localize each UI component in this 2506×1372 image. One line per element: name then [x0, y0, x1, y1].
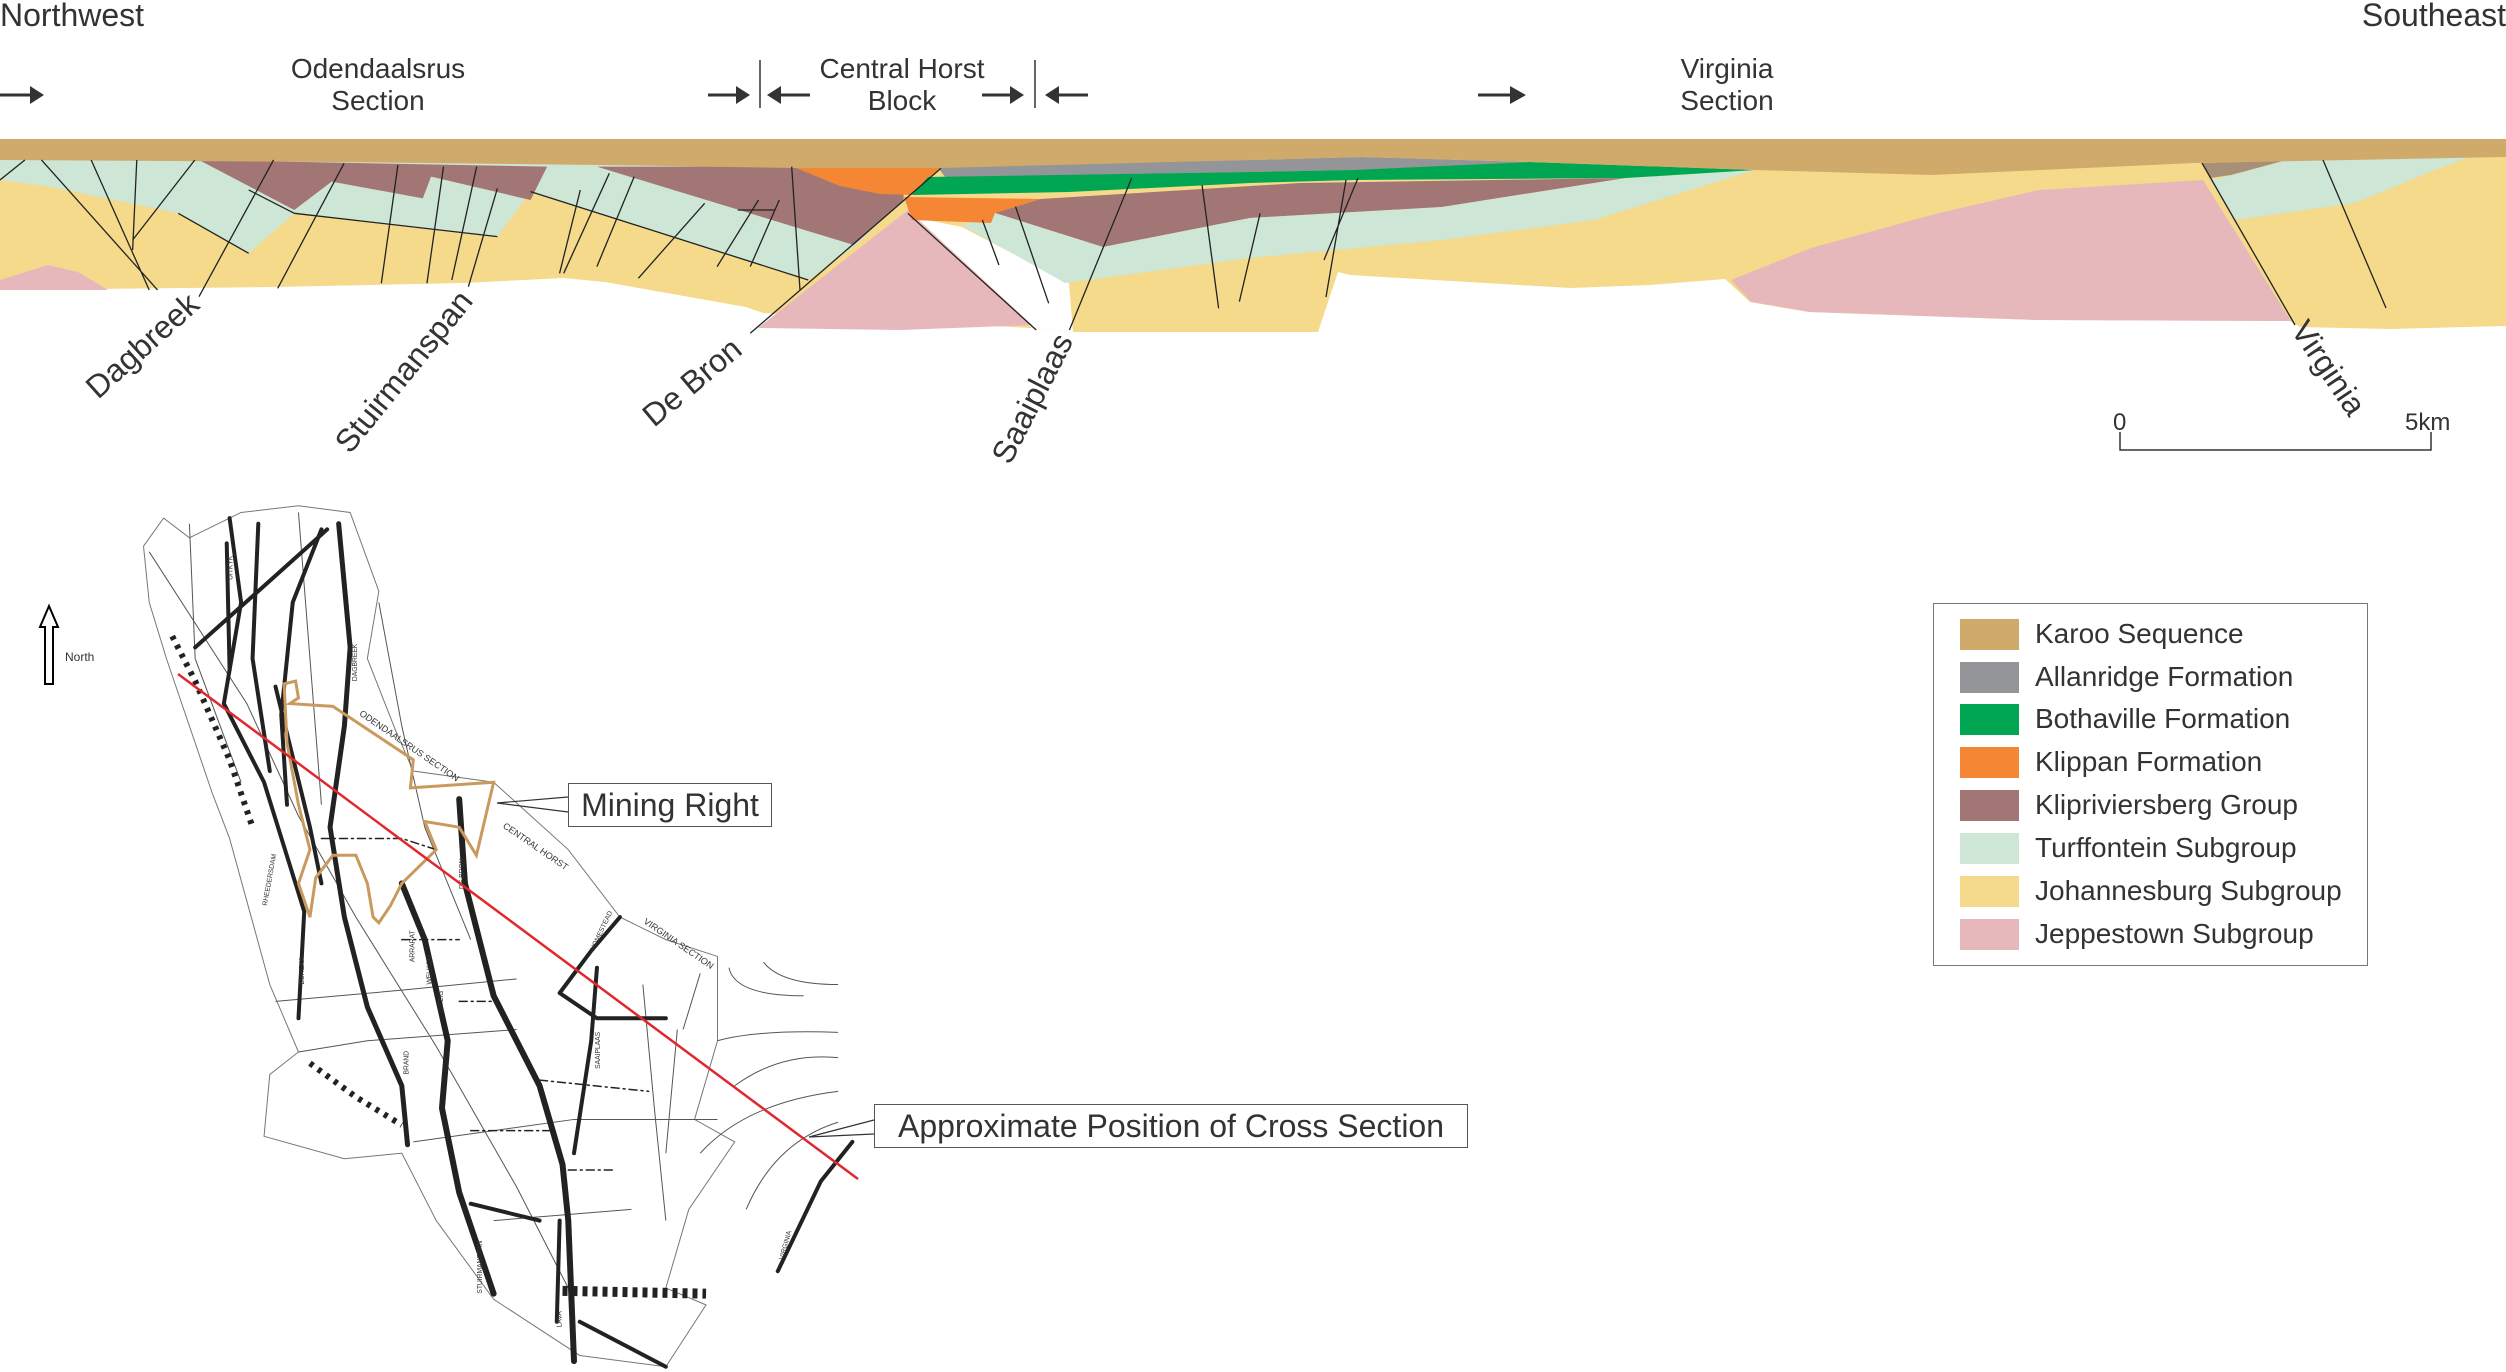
north-arrow: North [38, 603, 94, 685]
direction-northwest: Northwest [0, 0, 144, 33]
thin-faults [149, 512, 838, 1299]
map-label-de-bron: DE BRON [459, 858, 466, 889]
legend-label: Jeppestown Subgroup [2035, 918, 2314, 949]
layer-bothaville [912, 162, 1755, 195]
layer-allanridge [937, 157, 1530, 177]
layer-turffontein [962, 170, 1755, 283]
arrow-right-icon [0, 86, 44, 104]
legend-label: Klipriviersberg Group [2035, 789, 2298, 820]
legend-swatch [1960, 618, 2019, 650]
layer-jeppestown [0, 265, 108, 290]
legend-label: Bothaville Formation [2035, 703, 2291, 734]
arrow-right-icon [982, 86, 1024, 104]
layer-klipriviersberg [198, 159, 548, 210]
fault-lines [0, 159, 2387, 333]
map-label-dagbreek: DAGBREEK [352, 643, 359, 681]
legend-label: Turffontein Subgroup [2035, 832, 2297, 863]
map-label-uitzig: UITZIG [438, 991, 445, 1013]
mining-right-leader [496, 796, 569, 813]
cross-section-callout: Approximate Position of Cross Section [874, 1104, 1468, 1148]
map-label-saaiplaas: SAAIPLAAS [595, 1031, 602, 1068]
legend-label: Johannesburg Subgroup [2035, 875, 2342, 906]
map-label-stuirmanspan: STUIRMANSPAN [477, 1241, 484, 1294]
legend: Karoo Sequence Allanridge Formation Both… [1933, 603, 2368, 966]
map-label-lava: LAVA [556, 1311, 563, 1328]
layer-klippan [796, 168, 941, 195]
fault-label-virginia: Virginia [2284, 314, 2373, 422]
legend-item-bothaville: Bothaville Formation [1960, 703, 2290, 735]
cross-section: Northwest Southeast Odendaalsrus Section… [0, 0, 2506, 469]
legend-label: Allanridge Formation [2035, 661, 2294, 692]
legend-label: Karoo Sequence [2035, 618, 2244, 649]
gap [912, 217, 1073, 332]
fault-label-stuirmanspan: Stuirmanspan [327, 283, 479, 459]
fault-label-de-bron: De Bron [635, 330, 748, 433]
arrow-left-icon [1045, 86, 1088, 104]
section-label-virginia: Section [1680, 85, 1773, 116]
map-label-arrarat: ARRARAT [409, 930, 416, 962]
mining-right-boundary [284, 681, 494, 923]
map-label-rheedersdam: RHEEDERSDAM [262, 853, 278, 906]
legend-item-allanridge: Allanridge Formation [1960, 661, 2293, 693]
scale-bar-start: 0 [2113, 409, 2126, 436]
layer-klipriviersberg [995, 178, 1626, 247]
layer-klippan [904, 197, 1040, 223]
section-label-virginia: Virginia [1681, 53, 1774, 84]
legend-swatch [1960, 789, 2019, 821]
map-label-eureka: EUREKA [299, 956, 306, 984]
legend-item-klipriviersberg: Klipriviersberg Group [1960, 789, 2298, 821]
fault-label-saaiplaas: Saaiplaas [984, 328, 1080, 470]
north-arrow-icon [38, 603, 60, 685]
section-label-central-horst: Block [868, 85, 937, 116]
map-label-central-horst: CENTRAL HORST [501, 821, 570, 873]
legend-swatch [1960, 703, 2019, 735]
legend-swatch [1960, 746, 2019, 778]
section-label-odendaalsrus: Section [331, 85, 424, 116]
map-label-odendaalsrus: ODENDAALSRUS SECTION [358, 708, 462, 783]
legend-swatch [1960, 661, 2019, 693]
map-label-brand: BRAND [404, 1051, 411, 1075]
major-faults [172, 518, 852, 1367]
layer-jeppestown [1731, 180, 2291, 321]
layer-turffontein [2210, 157, 2470, 220]
legend-item-klippan: Klippan Formation [1960, 746, 2262, 778]
map-label-uitkyk: UITKYK [227, 555, 234, 580]
mining-right-callout: Mining Right [568, 783, 772, 827]
layer-jeppestown [758, 210, 1032, 330]
cross-section-line [177, 672, 859, 1181]
legend-item-karoo: Karoo Sequence [1960, 618, 2244, 650]
legend-swatch [1960, 918, 2019, 950]
legend-swatch [1960, 832, 2019, 864]
layer-klipriviersberg [596, 166, 904, 245]
layer-karoo [0, 139, 2506, 175]
fault-label-dagbreek: Dagbreek [79, 285, 207, 405]
fault-map: ODENDAALSRUS SECTION CENTRAL HORST VIRGI… [144, 506, 853, 1367]
north-label: North [65, 650, 94, 664]
arrow-right-icon [708, 86, 750, 104]
section-label-central-horst: Central Horst [820, 53, 985, 84]
legend-item-turffontein: Turffontein Subgroup [1960, 832, 2297, 864]
arrow-left-icon [767, 86, 810, 104]
arrow-right-icon [1478, 86, 1526, 104]
map-outline [144, 506, 735, 1367]
legend-label: Klippan Formation [2035, 746, 2263, 777]
cross-section-leader [808, 1119, 875, 1138]
layer-klipriviersberg-virginia [2203, 161, 2283, 178]
map-label-welkom: WELKOM [427, 954, 434, 984]
legend-item-jeppestown: Jeppestown Subgroup [1960, 918, 2314, 950]
section-label-odendaalsrus: Odendaalsrus [291, 53, 465, 84]
direction-southeast: Southeast [2362, 0, 2506, 33]
legend-swatch [1960, 875, 2019, 907]
scale-bar: 0 5km [2113, 409, 2450, 451]
legend-item-johannesburg: Johannesburg Subgroup [1960, 875, 2342, 907]
map-label-virginia-section: VIRGINIA SECTION [642, 916, 716, 971]
scale-bar-end: 5km [2405, 409, 2450, 436]
